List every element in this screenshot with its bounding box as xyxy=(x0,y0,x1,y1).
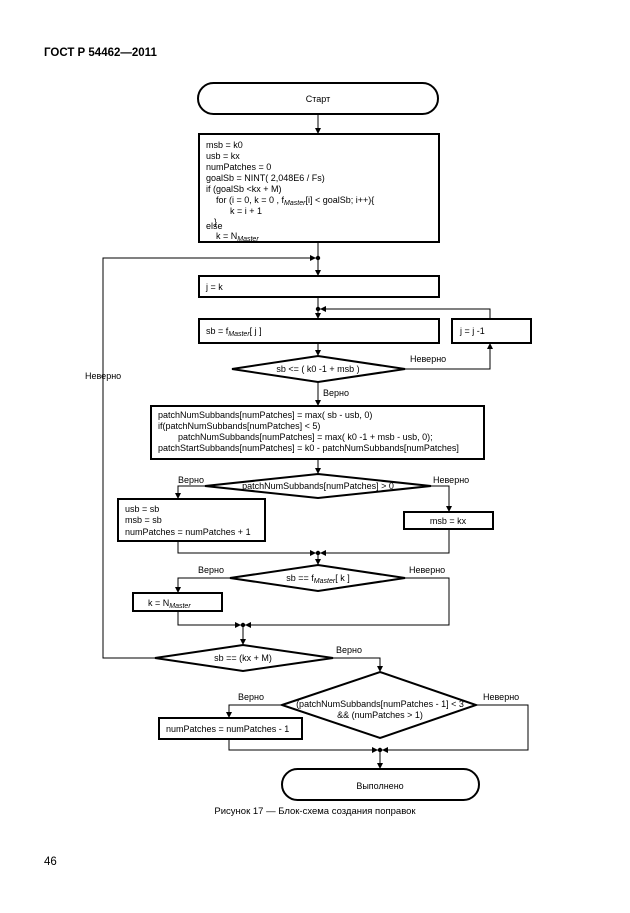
patch-line-1: patchNumSubbands[numPatches] = max( sb -… xyxy=(158,410,372,420)
arrowheads xyxy=(175,128,493,769)
cond-patch-gt0-label: patchNumSubbands[numPatches] > 0 xyxy=(242,481,394,491)
cond-last-line-2: && (numPatches > 1) xyxy=(337,710,423,720)
sb-assign-label: sb = fMaster[ j ] xyxy=(206,326,262,338)
cond2-false-label: Неверно xyxy=(433,475,469,485)
cond5-true-label: Верно xyxy=(238,692,264,702)
init-line-7: k = i + 1 xyxy=(230,206,262,216)
cond-last-diamond: (patchNumSubbands[numPatches - 1] < 3 &&… xyxy=(278,670,480,740)
cond-sb-eq-diamond: sb == fMaster[ k ] xyxy=(229,563,406,593)
j-assign-label: j = k xyxy=(205,282,223,292)
loop-false-label: Неверно xyxy=(85,371,121,381)
end-label: Выполнено xyxy=(356,781,403,791)
cond5-false-label: Неверно xyxy=(483,692,519,702)
true-line-3: numPatches = numPatches + 1 xyxy=(125,527,251,537)
cond3-false-label: Неверно xyxy=(409,565,445,575)
cond-sb-eq-label: sb == fMaster[ k ] xyxy=(286,573,349,585)
init-line-9: else xyxy=(206,221,223,231)
true-line-1: usb = sb xyxy=(125,504,159,514)
sb-assign-block: sb = fMaster[ j ] xyxy=(198,318,440,344)
page-number: 46 xyxy=(44,856,57,868)
k-assign-label: k = NMaster xyxy=(148,598,191,610)
k-assign-block: k = NMaster xyxy=(132,592,223,612)
cond-last-line-1: (patchNumSubbands[numPatches - 1] < 3 xyxy=(296,699,464,709)
cond-sb-eq-kxm-label: sb == (kx + M) xyxy=(214,653,272,663)
cond1-false-label: Неверно xyxy=(410,354,446,364)
end-terminator: Выполнено xyxy=(281,768,480,801)
figure-caption: Рисунок 17 — Блок-схема создания поправо… xyxy=(214,806,416,817)
j-decrement-block: j = j -1 xyxy=(451,318,532,344)
cond4-true-label: Верно xyxy=(336,645,362,655)
patch-line-4: patchStartSubbands[numPatches] = k0 - pa… xyxy=(158,443,459,453)
start-label: Старт xyxy=(306,94,330,104)
cond-sb-le-diamond: sb <= ( k0 -1 + msb ) xyxy=(231,354,406,384)
patch-line-2: if(patchNumSubbands[numPatches] < 5) xyxy=(158,421,320,431)
init-line-6: for (i = 0, k = 0 , fMaster[i] < goalSb;… xyxy=(216,195,374,207)
j-assign-block: j = k xyxy=(198,275,440,298)
init-line-8: } xyxy=(214,217,217,227)
start-terminator: Старт xyxy=(197,82,439,115)
cond-patch-gt0-diamond: patchNumSubbands[numPatches] > 0 xyxy=(204,472,432,500)
init-line-10: k = NMaster xyxy=(216,231,259,243)
cond1-true-label: Верно xyxy=(323,388,349,398)
init-line-4: goalSb = NINT( 2,048E6 / Fs) xyxy=(206,173,325,183)
document-header: ГОСТ Р 54462—2011 xyxy=(44,47,157,59)
init-line-2: usb = kx xyxy=(206,151,240,161)
init-line-3: numPatches = 0 xyxy=(206,162,271,172)
j-decrement-label: j = j -1 xyxy=(459,326,485,336)
decrement-patches-label: numPatches = numPatches - 1 xyxy=(166,724,289,734)
msb-kx-block: msb = kx xyxy=(403,511,494,530)
patch-line-3: patchNumSubbands[numPatches] = max( k0 -… xyxy=(178,432,433,442)
cond-sb-le-label: sb <= ( k0 -1 + msb ) xyxy=(276,364,359,374)
true-line-2: msb = sb xyxy=(125,515,162,525)
init-line-1: msb = k0 xyxy=(206,140,243,150)
init-line-5: if (goalSb <kx + M) xyxy=(206,184,282,194)
msb-kx-label: msb = kx xyxy=(430,516,467,526)
cond3-true-label: Верно xyxy=(198,565,224,575)
true-block: usb = sb msb = sb numPatches = numPatche… xyxy=(117,498,266,542)
decrement-patches-block: numPatches = numPatches - 1 xyxy=(158,717,303,740)
cond2-true-label: Верно xyxy=(178,475,204,485)
patch-block: patchNumSubbands[numPatches] = max( sb -… xyxy=(150,405,485,460)
cond-sb-eq-kxm-diamond: sb == (kx + M) xyxy=(154,643,334,673)
init-block: msb = k0 usb = kx numPatches = 0 goalSb … xyxy=(198,133,440,243)
junction-dots xyxy=(240,255,383,753)
